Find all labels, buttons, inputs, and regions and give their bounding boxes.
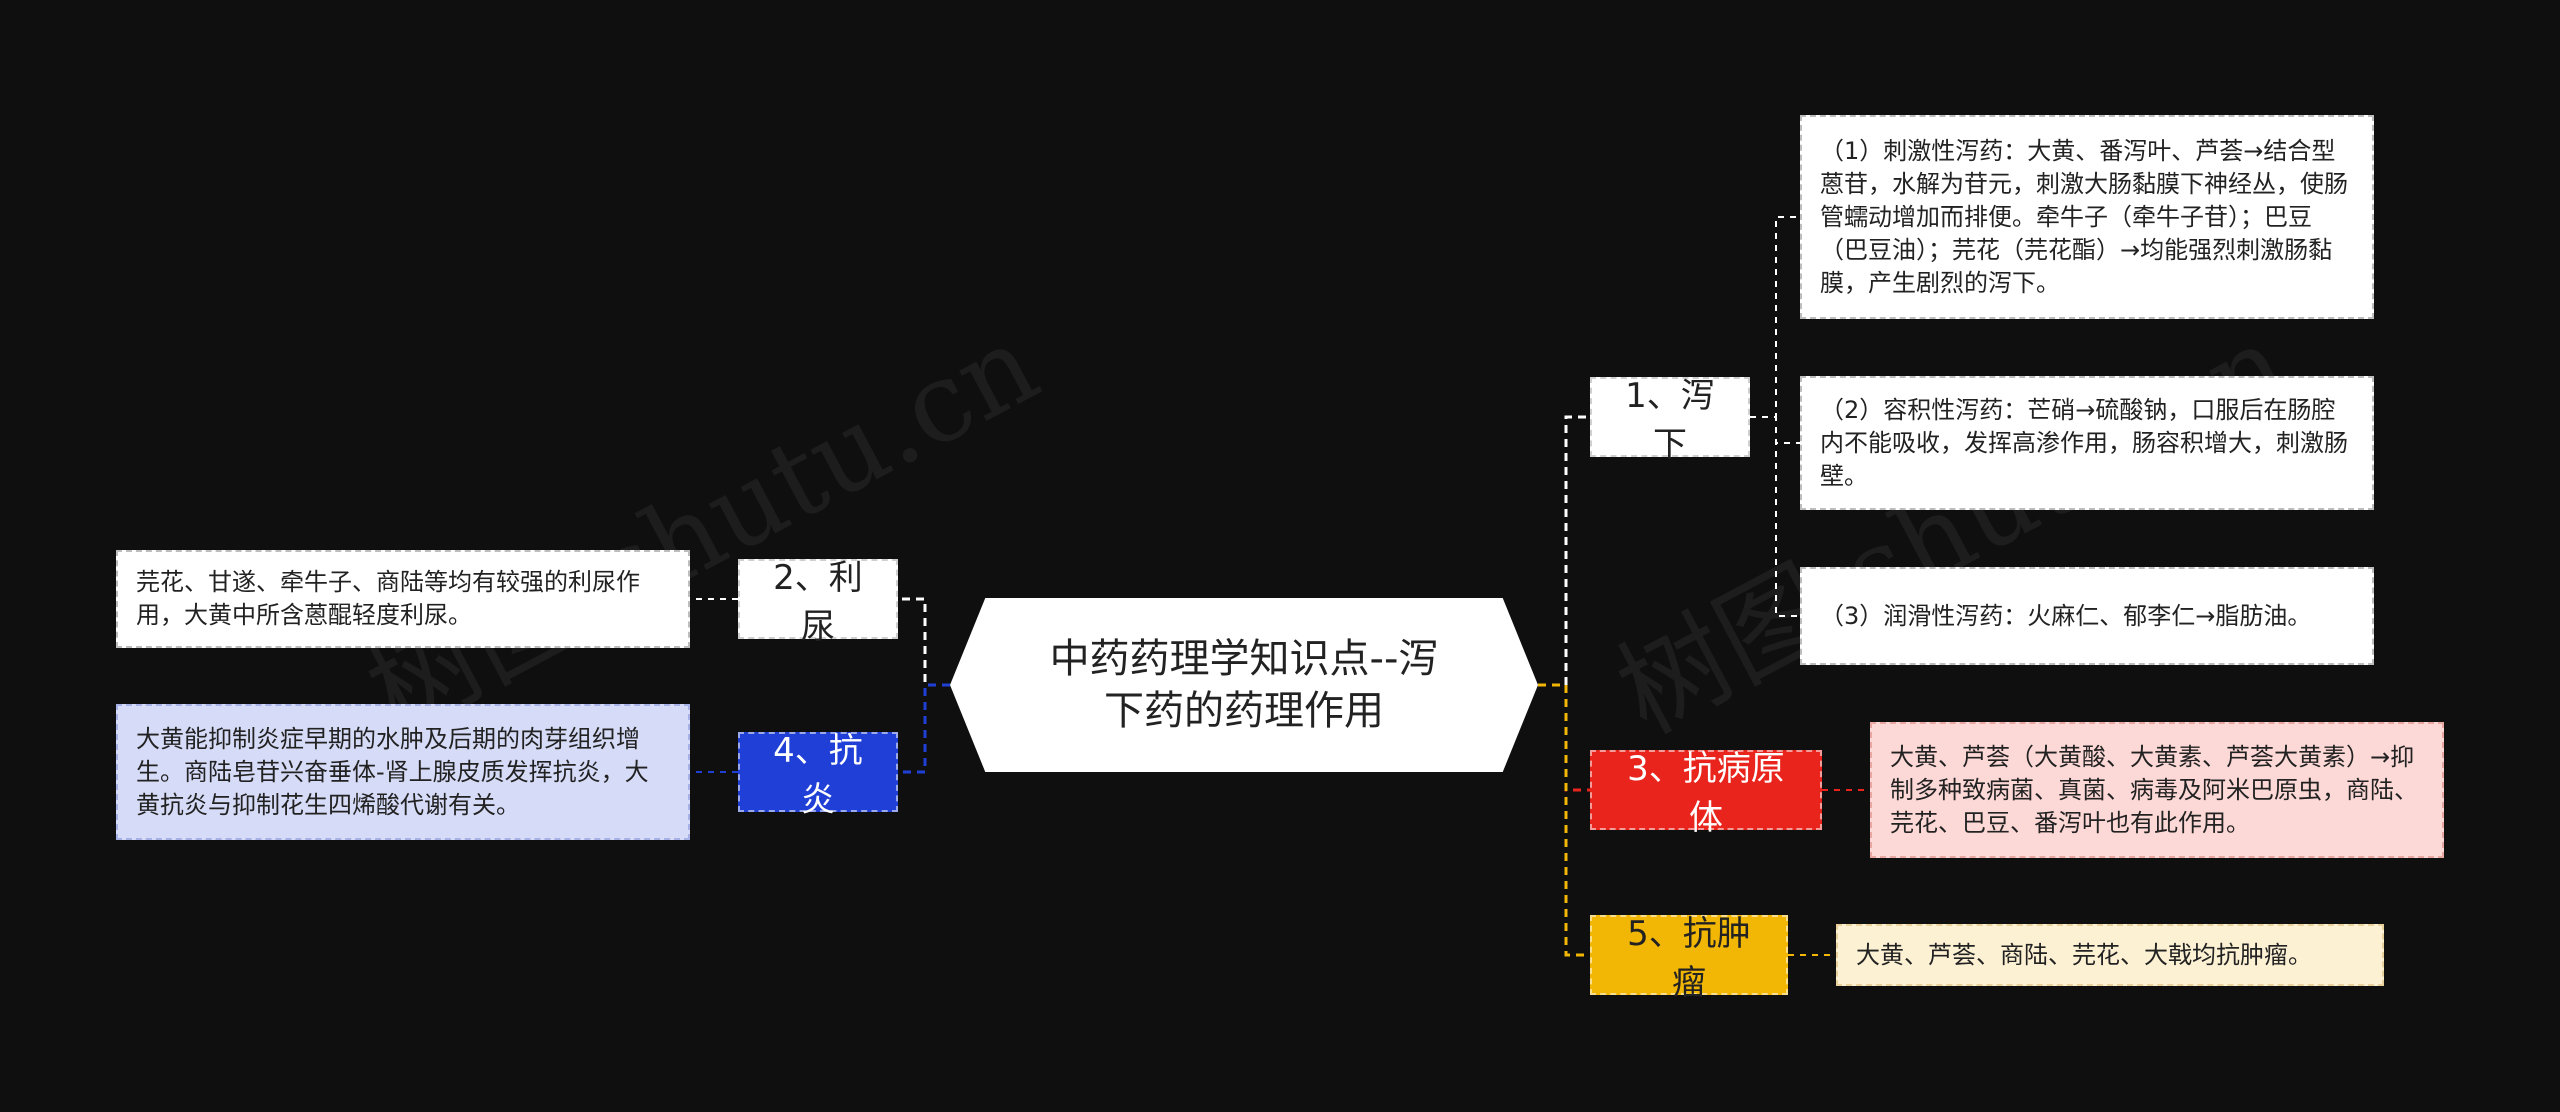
link-root-xiexia (1538, 415, 1590, 687)
link-root-kangyan (898, 683, 950, 774)
leaf-kangbingyuan-text: 大黄、芦荟（大黄酸、大黄素、芦荟大黄素）→抑制多种致病菌、真菌、病毒及阿米巴原虫… (1890, 742, 2418, 837)
topic-xiexia[interactable]: 1、泻下 (1590, 376, 1750, 465)
topic-kangyan[interactable]: 4、抗炎 (738, 731, 898, 820)
root-node[interactable]: 中药药理学知识点--泻下药的药理作用 (950, 598, 1538, 772)
link-xiexia-leaf3 (1750, 416, 1800, 617)
leaf-xiexia-bulk[interactable]: （2）容积性泻药：芒硝→硫酸钠，口服后在肠腔内不能吸收，发挥高渗作用，肠容积增大… (1800, 376, 2374, 510)
topic-kangzhongliu[interactable]: 5、抗肿瘤 (1590, 914, 1788, 1003)
link-root-kangbingyuan (1538, 683, 1590, 792)
topic-lixiao[interactable]: 2、利尿 (738, 558, 898, 647)
root-label: 中药药理学知识点--泻下药的药理作用 (1049, 636, 1439, 734)
leaf-xiexia-lubricant[interactable]: （3）润滑性泻药：火麻仁、郁李仁→脂肪油。 (1800, 567, 2374, 665)
topic-kangzhongliu-label: 5、抗肿瘤 (1627, 914, 1751, 1003)
topic-lixiao-label: 2、利尿 (773, 558, 863, 647)
leaf-lixiao-text: 芫花、甘遂、牵牛子、商陆等均有较强的利尿作用，大黄中所含蒽醌轻度利尿。 (136, 568, 640, 629)
leaf-xiexia-lubricant-text: （3）润滑性泻药：火麻仁、郁李仁→脂肪油。 (1820, 601, 2312, 630)
leaf-kangyan[interactable]: 大黄能抑制炎症早期的水肿及后期的肉芽组织增生。商陆皂苷兴奋垂体-肾上腺皮质发挥抗… (116, 704, 690, 840)
leaf-xiexia-bulk-text: （2）容积性泻药：芒硝→硫酸钠，口服后在肠腔内不能吸收，发挥高渗作用，肠容积增大… (1820, 395, 2348, 490)
leaf-kangbingyuan[interactable]: 大黄、芦荟（大黄酸、大黄素、芦荟大黄素）→抑制多种致病菌、真菌、病毒及阿米巴原虫… (1870, 722, 2444, 858)
topic-kangyan-label: 4、抗炎 (773, 731, 863, 820)
link-xiexia-leaf1 (1750, 216, 1800, 418)
topic-kangbingyuan-label: 3、抗病原体 (1627, 749, 1785, 838)
topic-xiexia-label: 1、泻下 (1625, 376, 1715, 465)
leaf-lixiao[interactable]: 芫花、甘遂、牵牛子、商陆等均有较强的利尿作用，大黄中所含蒽醌轻度利尿。 (116, 550, 690, 648)
leaf-kangzhongliu[interactable]: 大黄、芦荟、商陆、芫花、大戟均抗肿瘤。 (1836, 924, 2384, 986)
leaf-kangyan-text: 大黄能抑制炎症早期的水肿及后期的肉芽组织增生。商陆皂苷兴奋垂体-肾上腺皮质发挥抗… (136, 724, 649, 819)
link-root-lixiao (898, 597, 950, 687)
topic-kangbingyuan[interactable]: 3、抗病原体 (1590, 749, 1822, 838)
leaf-xiexia-stimulant-text: （1）刺激性泻药：大黄、番泻叶、芦荟→结合型蒽苷，水解为苷元，刺激大肠黏膜下神经… (1820, 136, 2348, 297)
leaf-xiexia-stimulant[interactable]: （1）刺激性泻药：大黄、番泻叶、芦荟→结合型蒽苷，水解为苷元，刺激大肠黏膜下神经… (1800, 115, 2374, 319)
leaf-kangzhongliu-text: 大黄、芦荟、商陆、芫花、大戟均抗肿瘤。 (1856, 940, 2312, 969)
link-root-kangzhongliu (1538, 683, 1590, 957)
